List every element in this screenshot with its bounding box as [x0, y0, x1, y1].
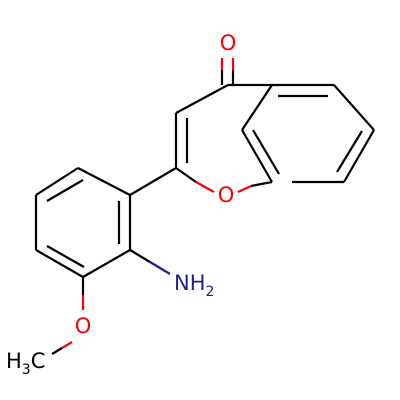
- bond-c-n-n: [149, 261, 171, 275]
- methyl-label-subscript: 3: [22, 362, 31, 378]
- methoxy-oxygen-label: O: [75, 314, 92, 338]
- bond-benzo-2: [333, 84, 375, 131]
- bond-o1-c8a-o: [237, 185, 252, 193]
- bond-omethoxy-ch3-o: [61, 341, 73, 349]
- amine-label-main: NH: [174, 271, 206, 295]
- methyl-label: H3C: [6, 349, 45, 378]
- ring-oxygen-label: O: [218, 183, 235, 207]
- methyl-label-main: H: [6, 349, 22, 373]
- amine-bond: [129, 249, 171, 275]
- amine-label-subscript: 2: [206, 284, 215, 300]
- methoxy-bonds: [51, 277, 85, 355]
- carbonyl-oxygen-label: O: [220, 31, 237, 55]
- bond-benzo-6: [241, 129, 273, 183]
- bond-o1-c2-o: [195, 181, 215, 193]
- bond-o1-c8a-c: [250, 180, 273, 188]
- bond-benzo-3: [343, 129, 375, 183]
- bond-benzo-5: [241, 84, 273, 131]
- bond-c-n-c: [129, 249, 151, 263]
- pyranone-ring: [174, 83, 272, 168]
- benzo-ring: [241, 83, 375, 184]
- methyl-label-tail: C: [31, 349, 46, 373]
- bond-ph-1: [77, 167, 131, 196]
- bond-ph-2: [35, 167, 79, 196]
- bond-c2-phenyl: [129, 167, 177, 196]
- amine-label: NH2: [174, 271, 214, 300]
- aminomethoxyphenyl-ring: [34, 167, 177, 278]
- bond-ph-5: [82, 249, 131, 278]
- bond-omethoxy-ch3-c: [51, 347, 63, 355]
- bond-benzo-inner-2: [336, 130, 363, 173]
- ring-oxygen-bonds: [175, 167, 273, 193]
- carbonyl-bond: [220, 58, 235, 85]
- bond-ph-inner-2: [46, 245, 85, 268]
- bond-c4-c3: [175, 84, 229, 114]
- bond-o1-c2-c: [175, 167, 197, 183]
- bond-ph-inner-1: [46, 179, 84, 202]
- bond-ph-4: [35, 249, 84, 278]
- bond-benzo-inner-3: [252, 129, 280, 175]
